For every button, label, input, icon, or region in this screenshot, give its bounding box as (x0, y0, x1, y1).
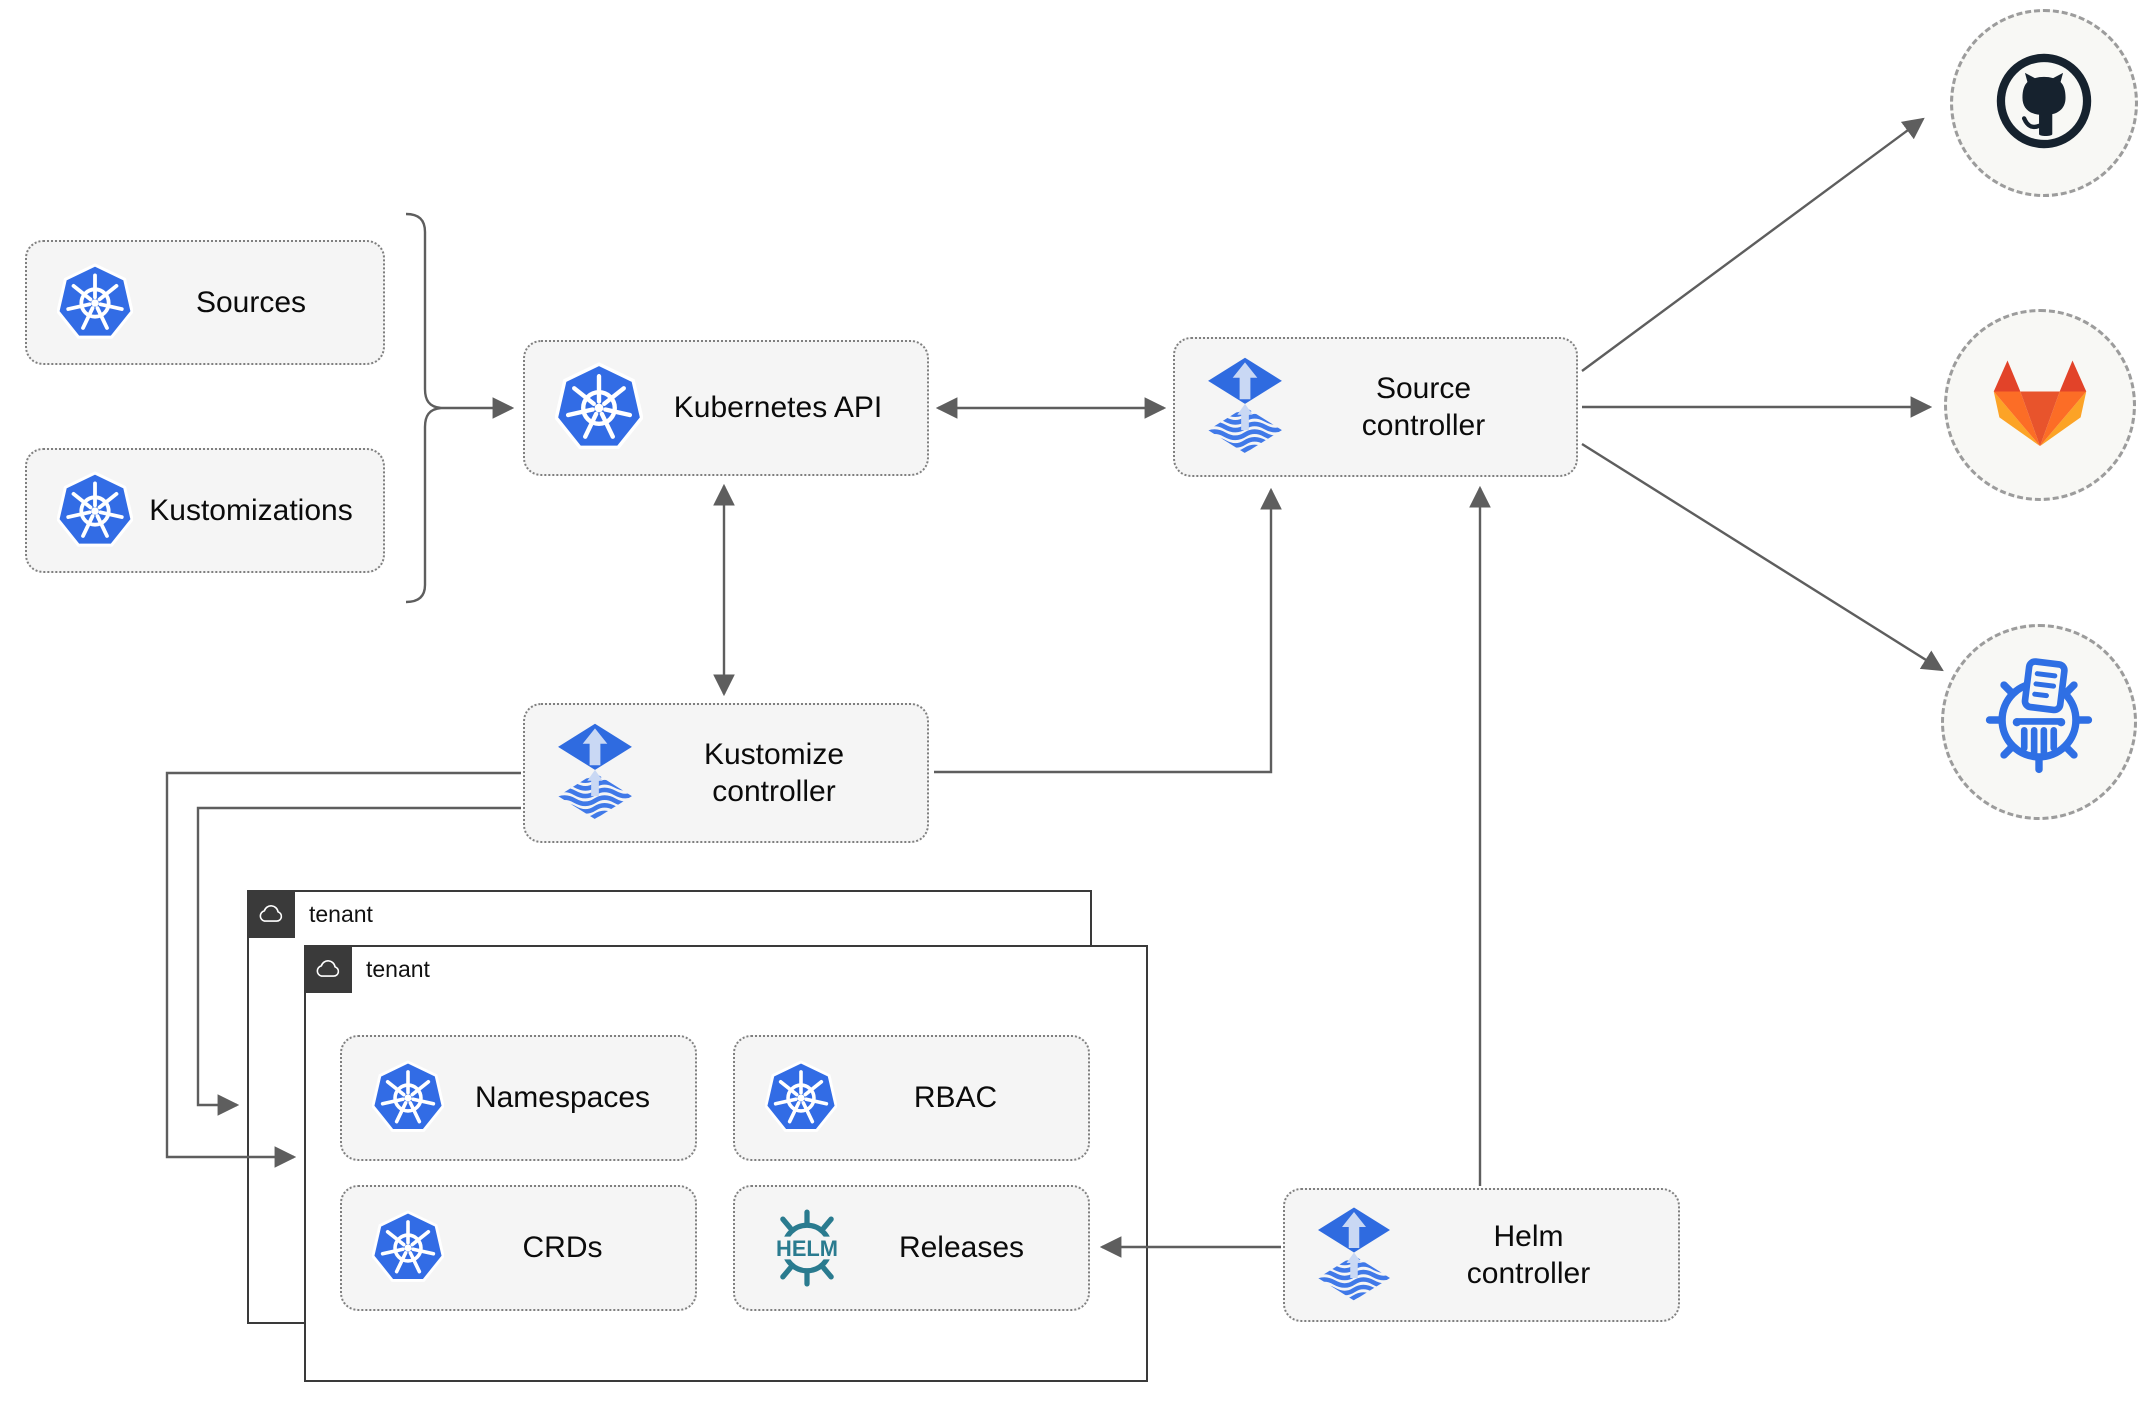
gitlab-icon (1990, 356, 2090, 455)
edge-source-controller-to-github (1581, 117, 1925, 372)
external-helm-repository (1941, 624, 2137, 820)
node-releases: HELM Releases (733, 1185, 1090, 1311)
node-label: Helm controller (1466, 1219, 1591, 1291)
brace-sources-group (405, 212, 442, 604)
kubernetes-icon (57, 262, 133, 343)
node-helm-controller: Helm controller (1283, 1188, 1680, 1322)
node-crds: CRDs (340, 1185, 697, 1311)
tenant-box-inner: tenant (304, 945, 1148, 1382)
node-namespaces: Namespaces (340, 1035, 697, 1161)
tenant-label: tenant (366, 955, 430, 982)
external-gitlab (1944, 309, 2136, 501)
node-label: Kustomize controller (703, 737, 845, 809)
node-source-controller: Source controller (1173, 337, 1578, 477)
node-label: Releases (898, 1231, 1025, 1265)
node-label: Kustomizations (149, 493, 353, 527)
edge-kustomize-controller-to-source-controller (934, 487, 1282, 774)
kubernetes-icon (765, 1060, 837, 1136)
flux-icon (1205, 356, 1285, 458)
kubernetes-icon (372, 1210, 444, 1286)
node-kustomize-controller: Kustomize controller (523, 703, 929, 843)
node-kustomizations: Kustomizations (25, 448, 385, 573)
kubernetes-icon (555, 362, 643, 454)
github-icon (1991, 48, 2097, 159)
cloud-icon (304, 945, 352, 993)
node-label: Source controller (1361, 371, 1486, 443)
kubernetes-icon (372, 1060, 444, 1136)
flux-icon (1315, 1206, 1393, 1305)
node-label: Namespaces (474, 1081, 651, 1115)
node-label: Kubernetes API (673, 391, 883, 425)
node-label: CRDs (522, 1231, 603, 1265)
helm-icon: HELM (765, 1206, 849, 1290)
node-label: Sources (195, 285, 307, 319)
node-rbac: RBAC (733, 1035, 1090, 1161)
kubernetes-icon (57, 470, 133, 551)
node-label: RBAC (913, 1081, 998, 1115)
cloud-icon (247, 890, 295, 938)
helm-wordmark: HELM (776, 1236, 838, 1261)
external-github (1950, 9, 2138, 197)
chartmuseum-icon (1977, 657, 2101, 787)
node-sources: Sources (25, 240, 385, 365)
flux-icon (555, 722, 635, 824)
edge-source-controller-to-helm-repository (1581, 442, 1944, 672)
node-kubernetes-api: Kubernetes API (523, 340, 929, 476)
tenant-label: tenant (309, 900, 373, 927)
